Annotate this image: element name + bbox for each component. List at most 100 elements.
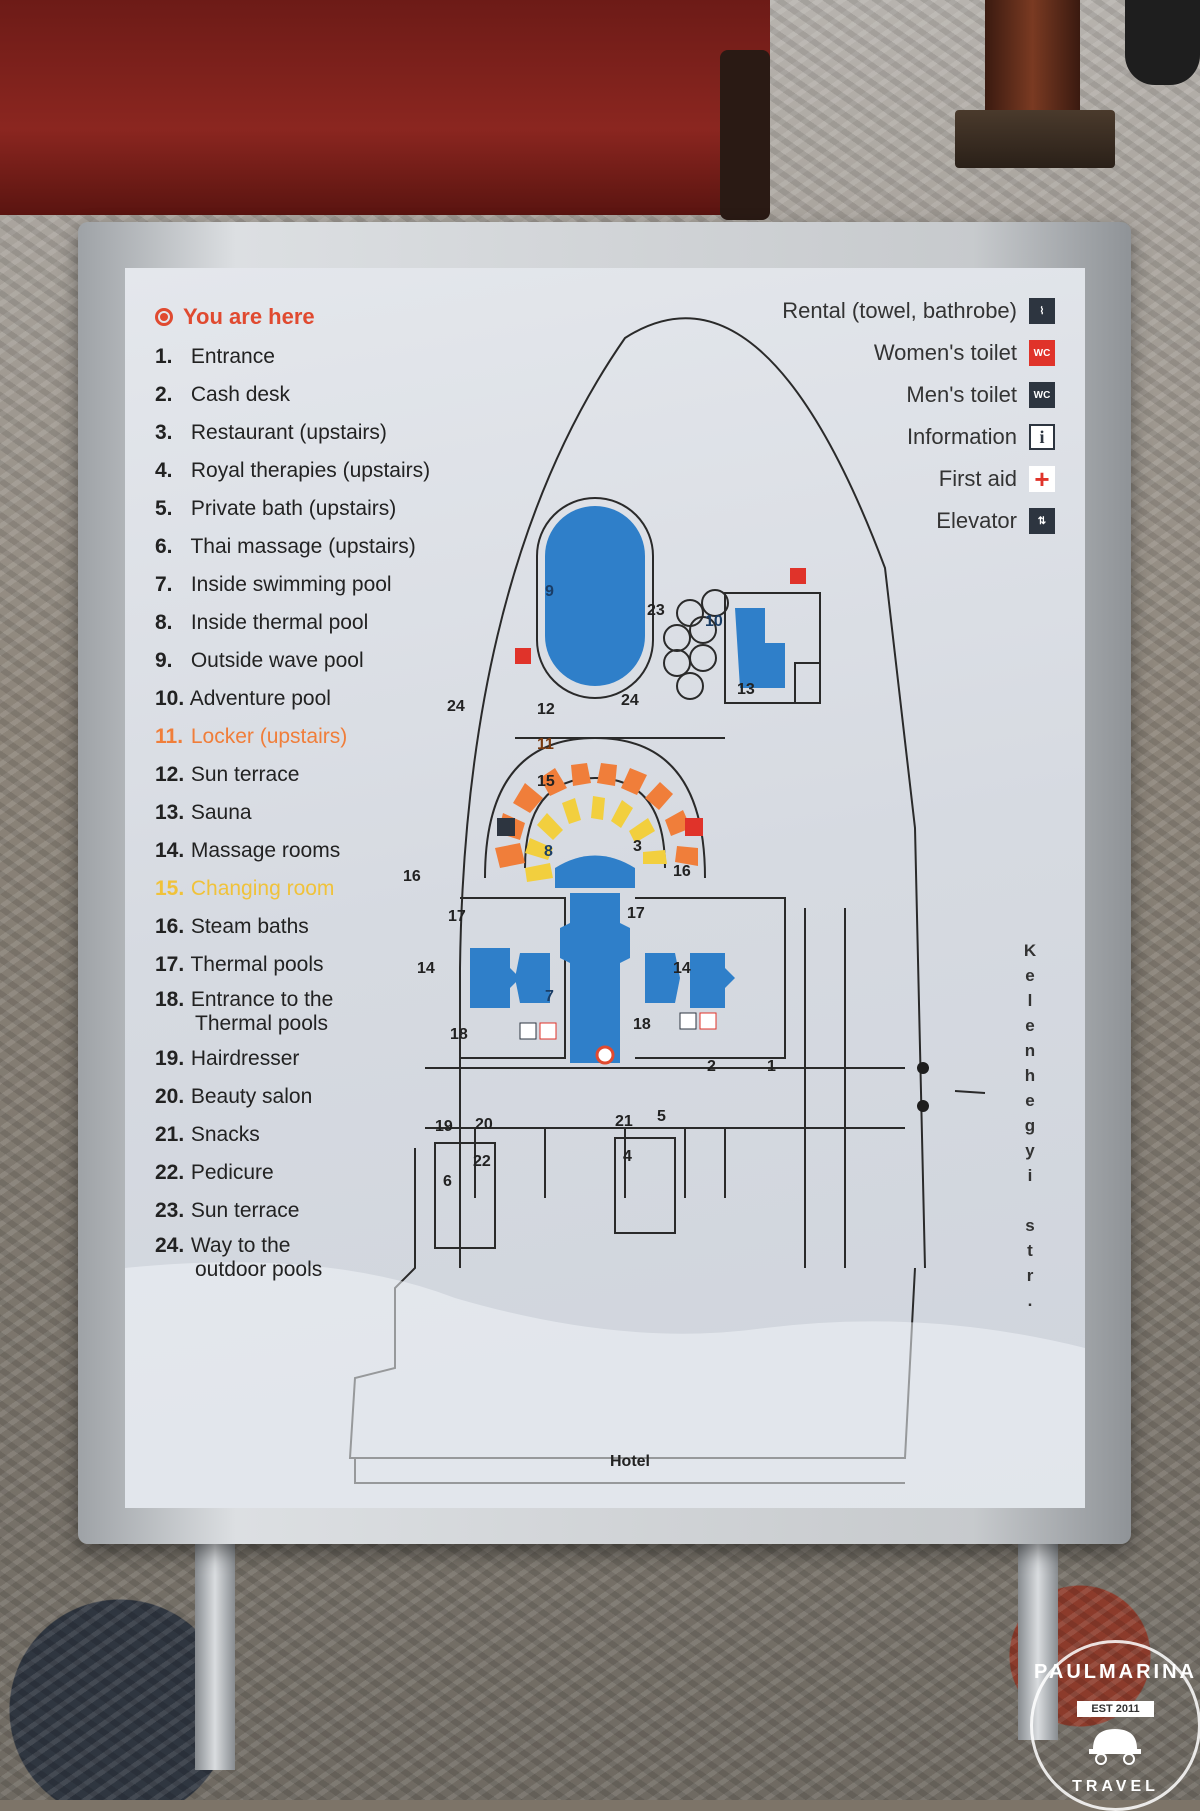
- street-letter: h: [1024, 1066, 1036, 1085]
- pillar-base: [955, 110, 1115, 168]
- legend-label: Adventure pool: [189, 687, 331, 710]
- toilet-marker-right: [790, 568, 806, 584]
- legend-num: 18.: [155, 988, 185, 1011]
- map-label-7: 7: [545, 988, 554, 1005]
- legend-num: 5.: [155, 497, 173, 520]
- map-label-3: 3: [633, 838, 642, 855]
- legend-item: 16. Steam baths: [155, 908, 595, 946]
- legend-num: 19.: [155, 1047, 185, 1070]
- outside-wave-pool: [545, 506, 645, 686]
- legend-label: Hairdresser: [190, 1047, 300, 1070]
- legend-num: 20.: [155, 1085, 185, 1108]
- changing-room-segments: [525, 796, 667, 882]
- map-label-5: 5: [657, 1108, 666, 1125]
- watermark-brand: PAULMARINA: [1034, 1661, 1197, 1683]
- map-label-22: 22: [473, 1153, 491, 1170]
- map-label-13: 13: [737, 681, 755, 698]
- symbol-label: Men's toilet: [906, 382, 1017, 407]
- legend-label: Way to the: [190, 1234, 291, 1257]
- legend-item: 8. Inside thermal pool: [155, 604, 595, 642]
- legend-label: Snacks: [190, 1123, 260, 1146]
- map-label-12: 12: [537, 701, 555, 718]
- thermal-pool-1: [470, 948, 520, 1008]
- watermark-logo: PAULMARINA EST 2011 TRAVEL: [1030, 1640, 1200, 1811]
- hotel-label: Hotel: [610, 1453, 650, 1470]
- map-label-16b: 16: [673, 863, 691, 880]
- map-label-17a: 17: [448, 908, 466, 925]
- legend-num: 22.: [155, 1161, 185, 1184]
- legend-label: Pedicure: [190, 1161, 274, 1184]
- map-label-4: 4: [623, 1148, 632, 1165]
- legend: You are here 1. Entrance 2. Cash desk 3.…: [155, 304, 595, 1286]
- map-board: 1 2 3 4 5 6 7 8 9 10 11 12 13 14 14 15 1…: [125, 268, 1085, 1508]
- map-label-1: 1: [767, 1058, 776, 1075]
- legend-num: 6.: [155, 535, 173, 558]
- red-bench: [0, 0, 770, 215]
- legend-label: Inside swimming pool: [190, 573, 392, 596]
- legend-label-line2: Thermal pools: [195, 1012, 329, 1035]
- toilet-marker-top: [515, 648, 531, 664]
- water-stain: [125, 1262, 1085, 1508]
- map-label-23: 23: [647, 602, 665, 619]
- legend-label: Sun terrace: [190, 763, 300, 786]
- inside-swimming-pool: [560, 893, 630, 1063]
- legend-label: Sauna: [190, 801, 252, 824]
- map-label-18a: 18: [450, 1026, 468, 1043]
- legend-item: 6. Thai massage (upstairs): [155, 528, 595, 566]
- room-6: [434, 1142, 496, 1249]
- legend-label: Changing room: [190, 877, 335, 900]
- map-label-15: 15: [537, 773, 555, 790]
- interior-walls-left: [460, 897, 566, 1059]
- entrance-door-1: [917, 1062, 929, 1074]
- legend-num: 15.: [155, 877, 185, 900]
- legend-label: Massage rooms: [190, 839, 341, 862]
- map-label-24a: 24: [447, 698, 465, 715]
- legend-num: 24.: [155, 1234, 185, 1257]
- legend-item: 14. Massage rooms: [155, 832, 595, 870]
- you-are-here-marker: [595, 1045, 615, 1065]
- watermark-est: EST 2011: [1077, 1701, 1154, 1717]
- changing-area-inner: [524, 776, 666, 869]
- legend-label: Beauty salon: [190, 1085, 313, 1108]
- street-letter: g: [1024, 1116, 1036, 1135]
- symbol-label: Information: [906, 424, 1017, 449]
- map-label-10: 10: [705, 613, 723, 630]
- aid-marker-right: [699, 1012, 717, 1030]
- legend-label: Entrance: [190, 345, 275, 368]
- legend-item: 9. Outside wave pool: [155, 642, 595, 680]
- map-label-24b: 24: [621, 692, 639, 709]
- first-aid-icon: +: [1029, 464, 1055, 494]
- urn: [1125, 0, 1200, 85]
- womens-toilet-icon: WC: [1029, 340, 1055, 366]
- you-are-here-icon: [155, 308, 173, 326]
- map-label-6: 6: [443, 1173, 452, 1190]
- legend-item: 12. Sun terrace: [155, 756, 595, 794]
- sign-leg-left: [195, 1540, 235, 1770]
- legend-label: Private bath (upstairs): [190, 497, 397, 520]
- legend-num: 17.: [155, 953, 185, 976]
- legend-item: 21. Snacks: [155, 1116, 595, 1154]
- legend-label: Outside wave pool: [190, 649, 364, 672]
- map-label-19: 19: [435, 1118, 453, 1135]
- street-letter: l: [1027, 991, 1033, 1010]
- legend-label: Inside thermal pool: [190, 611, 369, 634]
- lower-rooms: [474, 1128, 726, 1198]
- legend-num: 16.: [155, 915, 185, 938]
- legend-num: 3.: [155, 421, 173, 444]
- legend-num: 4.: [155, 459, 173, 482]
- legend-label: Thai massage (upstairs): [190, 535, 416, 558]
- street-letter: s: [1025, 1216, 1035, 1235]
- map-label-20: 20: [475, 1116, 493, 1133]
- legend-label: Cash desk: [190, 383, 291, 406]
- street-letter: e: [1025, 1091, 1035, 1110]
- legend-num: 10.: [155, 687, 185, 710]
- legend-label-line2: outdoor pools: [195, 1258, 323, 1281]
- symbol-mens-toilet: Men's toilet WC: [782, 374, 1055, 416]
- legend-item: 4. Royal therapies (upstairs): [155, 452, 595, 490]
- thermal-pool-3: [645, 953, 680, 1003]
- legend-item: 5. Private bath (upstairs): [155, 490, 595, 528]
- legend-num: 7.: [155, 573, 173, 596]
- map-label-16a: 16: [403, 868, 421, 885]
- legend-item: 7. Inside swimming pool: [155, 566, 595, 604]
